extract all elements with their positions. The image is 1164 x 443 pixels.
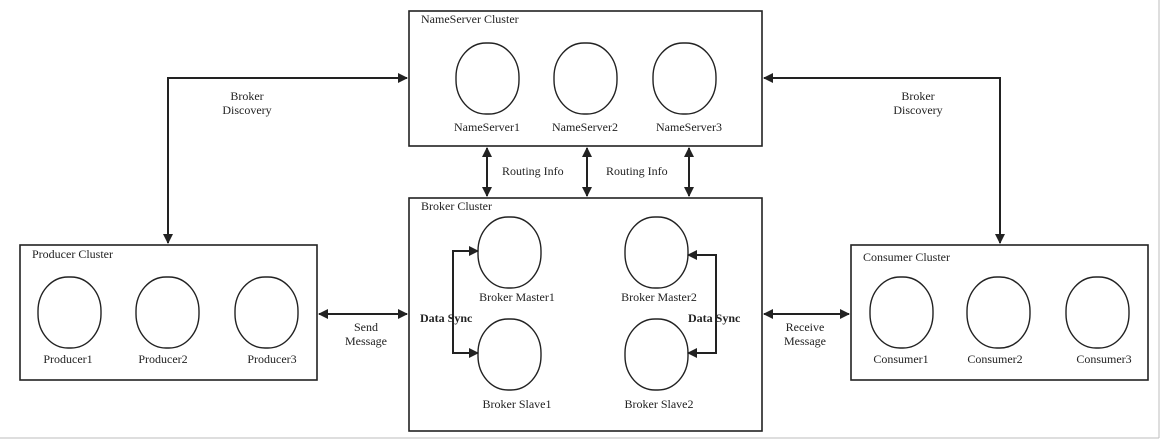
consumer2-label: Consumer2 xyxy=(967,352,1022,366)
broker-cluster-box xyxy=(408,197,763,432)
data-sync-left-arrow xyxy=(452,246,479,358)
send-message-label-line1: Send xyxy=(354,320,378,334)
broker-slave2-label: Broker Slave2 xyxy=(625,397,694,411)
producer3-label: Producer3 xyxy=(247,352,296,366)
broker-slave1-node[interactable] xyxy=(477,318,542,391)
broker-master2-label: Broker Master2 xyxy=(621,290,697,304)
receive-message-label-line1: Receive xyxy=(786,320,825,334)
broker-discovery-right-label-line2: Discovery xyxy=(893,103,942,117)
broker-master2-node[interactable] xyxy=(624,216,689,289)
broker-discovery-left-label-line1: Broker xyxy=(230,89,263,103)
producer1-label: Producer1 xyxy=(43,352,92,366)
nameserver3-node[interactable] xyxy=(652,42,717,115)
consumer3-node[interactable] xyxy=(1065,276,1130,349)
nameserver3-label: NameServer3 xyxy=(656,120,722,134)
nameserver2-node[interactable] xyxy=(553,42,618,115)
consumer3-label: Consumer3 xyxy=(1076,352,1131,366)
broker-discovery-left-arrow xyxy=(163,73,408,244)
nameserver1-node[interactable] xyxy=(455,42,520,115)
nameserver-cluster: NameServer Cluster NameServer1 NameServe… xyxy=(408,10,763,147)
consumer-cluster: Consumer Cluster Consumer1 Consumer2 Con… xyxy=(850,244,1149,381)
producer1-node[interactable] xyxy=(37,276,102,349)
broker-slave2-node[interactable] xyxy=(624,318,689,391)
nameserver1-label: NameServer1 xyxy=(454,120,520,134)
broker-master1-node[interactable] xyxy=(477,216,542,289)
producer2-node[interactable] xyxy=(135,276,200,349)
nameserver2-label: NameServer2 xyxy=(552,120,618,134)
consumer2-node[interactable] xyxy=(966,276,1031,349)
routing-info-left-label: Routing Info xyxy=(502,164,564,178)
producer-cluster: Producer Cluster Producer1 Producer2 Pro… xyxy=(19,244,318,381)
send-message-label-line2: Message xyxy=(345,334,387,348)
producer-cluster-title: Producer Cluster xyxy=(32,247,113,261)
nameserver-cluster-title: NameServer Cluster xyxy=(421,12,519,26)
consumer-cluster-title: Consumer Cluster xyxy=(863,250,950,264)
data-sync-right-label: Data Sync xyxy=(688,311,741,325)
consumer1-node[interactable] xyxy=(869,276,934,349)
producer2-label: Producer2 xyxy=(138,352,187,366)
receive-message-label-line2: Message xyxy=(784,334,826,348)
broker-discovery-right-label-line1: Broker xyxy=(901,89,934,103)
data-sync-right-arrow xyxy=(687,250,717,358)
broker-master1-label: Broker Master1 xyxy=(479,290,555,304)
consumer1-label: Consumer1 xyxy=(873,352,928,366)
broker-discovery-left-label-line2: Discovery xyxy=(222,103,271,117)
broker-slave1-label: Broker Slave1 xyxy=(483,397,552,411)
broker-cluster: Broker Cluster Broker Master1 Broker Mas… xyxy=(408,197,763,432)
data-sync-left-label: Data Sync xyxy=(420,311,473,325)
broker-cluster-title: Broker Cluster xyxy=(421,199,492,213)
producer3-node[interactable] xyxy=(234,276,299,349)
broker-discovery-right-arrow xyxy=(763,73,1005,244)
routing-info-right-label: Routing Info xyxy=(606,164,668,178)
